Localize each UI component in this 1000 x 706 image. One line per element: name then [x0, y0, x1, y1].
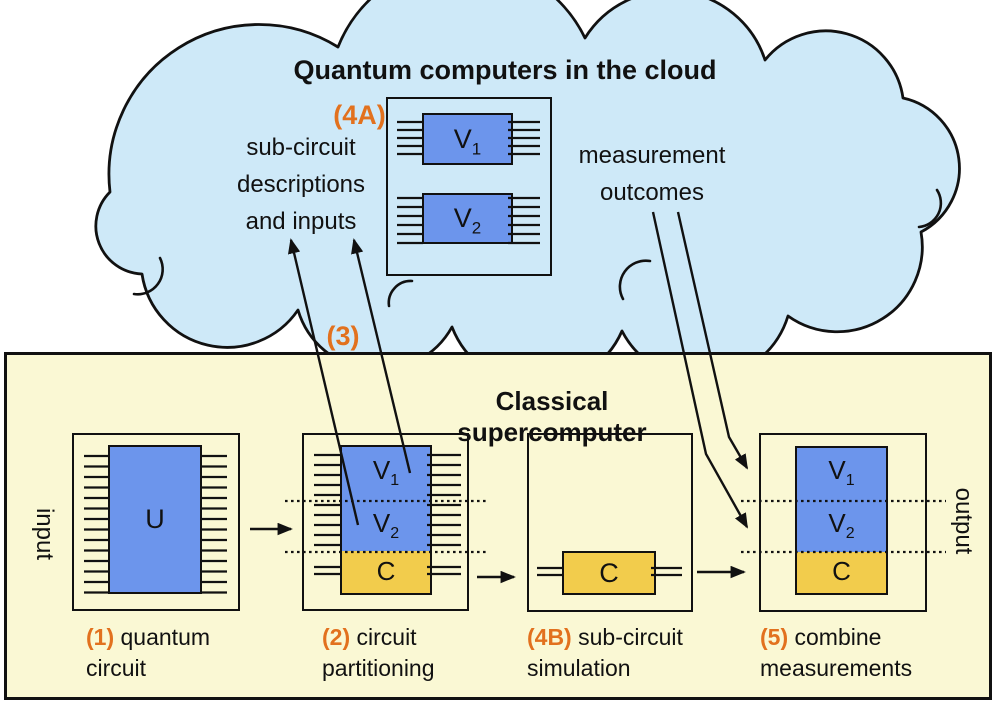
cloud-gate-v1-label: V1 [453, 123, 482, 158]
stage5-caption-line1: (5) combine [760, 624, 882, 650]
stage2-number: (2) [322, 624, 351, 650]
stage5-combined-stack: V1 V2 C [795, 446, 888, 595]
stage5-gate-v2-label: V2 [828, 508, 855, 543]
cloud-gate-v2-label: V2 [453, 203, 482, 238]
cloud-hook-right [917, 188, 943, 229]
stage1-caption: (1) quantum circuit [86, 622, 306, 684]
gate-c-simulated: C [562, 551, 656, 595]
upload-note-line2: descriptions [236, 171, 366, 198]
stage1-caption-line1: (1) quantum [86, 624, 211, 650]
stage2-caption: (2) circuit partitioning [322, 622, 542, 684]
download-note: measurement outcomes [542, 137, 762, 211]
stage4b-caption-line1: (4B) sub-circuit [527, 624, 683, 650]
upload-note-line1: sub-circuit [246, 134, 356, 161]
stage4b-caption: (4B) sub-circuit simulation [527, 622, 757, 684]
gate-c-simulated-label: C [599, 557, 619, 588]
output-label: output [950, 487, 977, 555]
stage5-caption-line2: measurements [760, 655, 913, 681]
stage5-gate-c-label: C [832, 556, 851, 586]
stage5-box [759, 433, 927, 612]
stage2-gate-v1-label: V1 [372, 455, 400, 490]
stage4b-number: (4B) [527, 624, 572, 650]
download-note-line2: outcomes [599, 179, 705, 206]
supercomputer-title: Classical supercomputer [457, 386, 647, 447]
gate-u: U [108, 445, 202, 594]
stage1-number: (1) [86, 624, 115, 650]
download-note-line1: measurement [578, 142, 726, 169]
cloud-gate-v2: V2 [422, 193, 513, 244]
stage4b-caption-line2: simulation [527, 655, 631, 681]
cloud-gate-v1: V1 [422, 113, 513, 165]
cloud-hook-bottom-left [387, 279, 414, 308]
upload-note: sub-circuit descriptions and inputs [191, 129, 411, 240]
stage2-caption-line1: (2) circuit [322, 624, 417, 650]
stage2-gate-v2-label: V2 [372, 508, 400, 543]
stage2-gate-c-label: C [376, 556, 396, 586]
cloud-hook-bottom-right [618, 259, 652, 301]
stage2-caption-line2: partitioning [322, 655, 435, 681]
stage1-caption-line2: circuit [86, 655, 147, 681]
stage2-partitioned-stack: V1 V2 C [340, 445, 432, 595]
stage1-box [72, 433, 240, 611]
stage5-number: (5) [760, 624, 789, 650]
stage5-gate-v1-label: V1 [828, 455, 855, 490]
stage5-caption: (5) combine measurements [760, 622, 990, 684]
gate-u-label: U [145, 504, 165, 534]
step-3-label: (3) [326, 321, 360, 351]
input-label: input [31, 507, 58, 561]
cloud-title: Quantum computers in the cloud [293, 55, 717, 85]
upload-note-line3: and inputs [245, 208, 357, 235]
cloud-hook-left [132, 256, 164, 296]
step-4a-label: (4A) [333, 100, 386, 130]
